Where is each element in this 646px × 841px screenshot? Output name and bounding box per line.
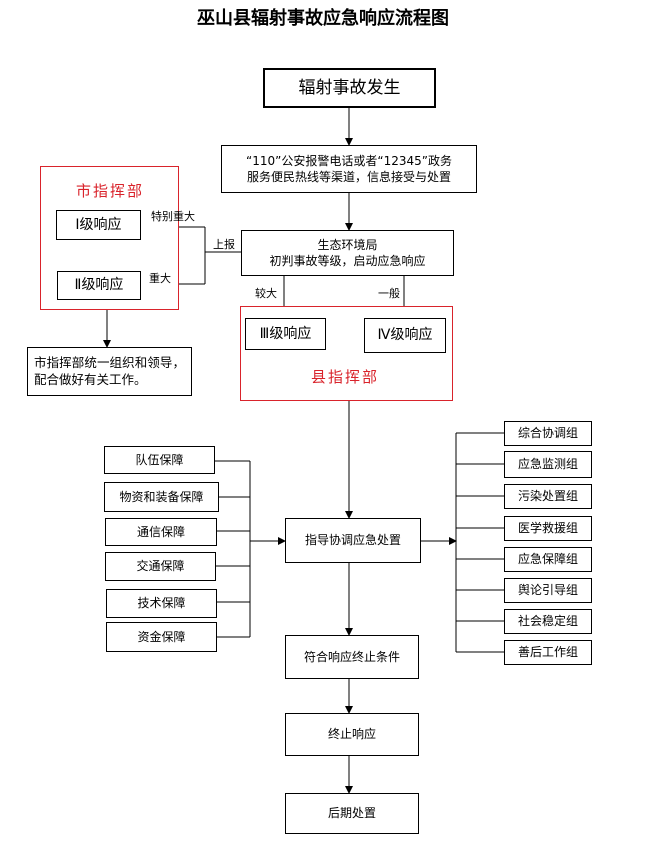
termination-condition-node: 符合响应终止条件 <box>285 635 419 679</box>
team-item-label: 应急监测组 <box>517 457 578 472</box>
general-label: 一般 <box>378 287 400 300</box>
team-item: 应急保障组 <box>504 547 592 572</box>
support-item: 交通保障 <box>105 552 216 581</box>
level4-response-node: Ⅳ级响应 <box>364 318 446 353</box>
support-item: 技术保障 <box>106 589 217 618</box>
larger-label: 较大 <box>255 287 277 300</box>
support-item-label: 交通保障 <box>136 559 185 574</box>
county-hq-title: 县指挥部 <box>311 368 380 386</box>
level3-response-node: Ⅲ级响应 <box>245 318 326 350</box>
support-item-label: 资金保障 <box>137 629 186 644</box>
team-item: 善后工作组 <box>504 640 592 665</box>
team-item: 医学救援组 <box>504 516 592 541</box>
level1-response-label: Ⅰ级响应 <box>75 216 122 233</box>
report-channel-node: “110”公安报警电话或者“12345”政务 服务便民热线等渠道，信息接受与处置 <box>221 145 477 193</box>
team-item: 污染处置组 <box>504 484 592 509</box>
team-item-label: 污染处置组 <box>517 489 578 504</box>
post-disposal-node: 后期处置 <box>285 793 419 834</box>
support-item-label: 通信保障 <box>136 524 185 539</box>
report-up-label: 上报 <box>213 238 235 251</box>
team-item: 舆论引导组 <box>504 578 592 603</box>
support-item: 物资和装备保障 <box>104 482 219 512</box>
team-item-label: 医学救援组 <box>517 521 578 536</box>
support-item-label: 队伍保障 <box>135 452 184 467</box>
support-item: 队伍保障 <box>104 446 215 474</box>
team-item-label: 综合协调组 <box>517 426 578 441</box>
city-hq-title: 市指挥部 <box>76 182 145 200</box>
eco-bureau-node: 生态环境局 初判事故等级，启动应急响应 <box>241 230 454 276</box>
support-item-label: 技术保障 <box>137 596 186 611</box>
team-item-label: 应急保障组 <box>517 552 578 567</box>
level2-response-node: Ⅱ级响应 <box>57 271 141 300</box>
report-channel-line2: 服务便民热线等渠道，信息接受与处置 <box>246 170 451 184</box>
level2-response-label: Ⅱ级响应 <box>74 277 124 294</box>
team-item: 应急监测组 <box>504 451 592 478</box>
post-disposal-label: 后期处置 <box>327 806 376 821</box>
command-coordination-label: 指导协调应急处置 <box>304 533 401 548</box>
accident-occurs-node: 辐射事故发生 <box>263 68 436 108</box>
page-title: 巫山县辐射事故应急响应流程图 <box>197 8 449 29</box>
team-item: 社会稳定组 <box>504 609 592 634</box>
support-item: 通信保障 <box>105 518 217 546</box>
major-label: 重大 <box>149 272 171 285</box>
terminate-response-label: 终止响应 <box>327 727 376 742</box>
report-channel-line1: “110”公安报警电话或者“12345”政务 <box>246 153 452 168</box>
terminate-response-node: 终止响应 <box>285 713 419 756</box>
level3-response-label: Ⅲ级响应 <box>259 325 312 342</box>
eco-bureau-line2: 初判事故等级，启动应急响应 <box>269 254 426 268</box>
level1-response-node: Ⅰ级响应 <box>56 210 141 240</box>
team-item-label: 舆论引导组 <box>517 583 578 598</box>
support-item: 资金保障 <box>106 622 217 652</box>
team-item: 综合协调组 <box>504 421 592 446</box>
accident-occurs-label: 辐射事故发生 <box>298 77 401 98</box>
especially-major-label: 特别重大 <box>151 210 195 223</box>
support-item-label: 物资和装备保障 <box>119 489 204 504</box>
eco-bureau-line1: 生态环境局 <box>317 237 378 252</box>
city-hq-note-text: 市指挥部统一组织和领导，配合做好有关工作。 <box>34 354 185 387</box>
command-coordination-node: 指导协调应急处置 <box>285 518 421 563</box>
termination-condition-label: 符合响应终止条件 <box>303 649 400 664</box>
level4-response-label: Ⅳ级响应 <box>377 327 433 344</box>
team-item-label: 社会稳定组 <box>517 614 578 629</box>
team-item-label: 善后工作组 <box>517 645 578 660</box>
city-hq-note-node: 市指挥部统一组织和领导，配合做好有关工作。 <box>27 347 192 396</box>
